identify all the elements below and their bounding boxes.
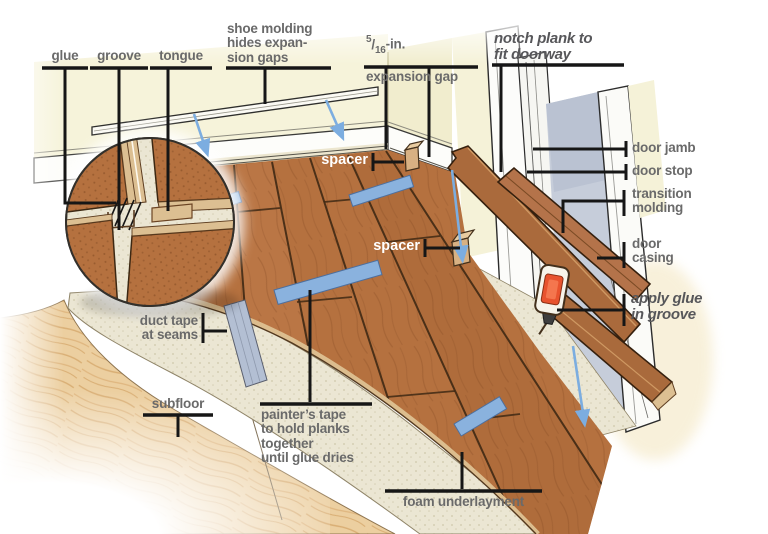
leader-door-jamb (533, 141, 628, 157)
label-tongue: tongue (159, 48, 203, 63)
floating-planks (446, 145, 677, 411)
leader-apply-glue (557, 294, 626, 326)
label-door-casing: door casing (632, 236, 674, 266)
label-spacer-top: spacer (321, 152, 368, 168)
tongue-detail (151, 203, 193, 223)
arrow-icon (450, 169, 469, 264)
label-groove: groove (97, 48, 141, 63)
arrow-icon (324, 99, 345, 142)
fraction-numerator: 5 (366, 34, 372, 45)
glue-bottle (534, 263, 570, 335)
leader-lines (42, 63, 628, 493)
label-shoe-molding: shoe molding hides expan- sion gaps (227, 21, 313, 65)
leader-transition-molding (561, 190, 626, 233)
leader-spacer-mid (423, 239, 460, 257)
expansion-arrows (192, 99, 591, 428)
label-door-jamb: door jamb (632, 140, 696, 155)
label-duct-tape: duct tape at seams (139, 313, 198, 343)
leader-door-stop (527, 164, 628, 180)
label-transition-molding: transition molding (632, 186, 692, 216)
label-notch-plank: notch plank to fit doorway (494, 30, 593, 63)
fraction-slash: / (371, 36, 375, 52)
fraction-unit: -in. (385, 36, 406, 52)
label-spacer-mid: spacer (373, 238, 420, 254)
leader-spacer-top (371, 153, 404, 171)
label-expansion-gap: 5/16-in. expansion gap (366, 34, 458, 85)
arrow-icon (571, 345, 591, 428)
leader-door-casing (597, 242, 626, 268)
leader-glue (63, 68, 116, 205)
label-door-stop: door stop (632, 163, 693, 178)
label-apply-glue: apply glue in groove (631, 290, 703, 323)
label-foam-underlayment: foam underlayment (402, 494, 525, 509)
arrow-icon (192, 113, 211, 158)
label-subfloor: subfloor (151, 396, 205, 411)
label-glue: glue (51, 48, 79, 63)
shoe-molding (91, 86, 379, 136)
leader-duct-tape (201, 313, 227, 343)
detail-inset-circle (56, 128, 244, 318)
label-painters-tape: painter’s tape to hold planks together u… (261, 407, 354, 466)
fraction-denominator: 16 (374, 45, 386, 57)
expansion-gap-line2: expansion gap (366, 69, 458, 85)
